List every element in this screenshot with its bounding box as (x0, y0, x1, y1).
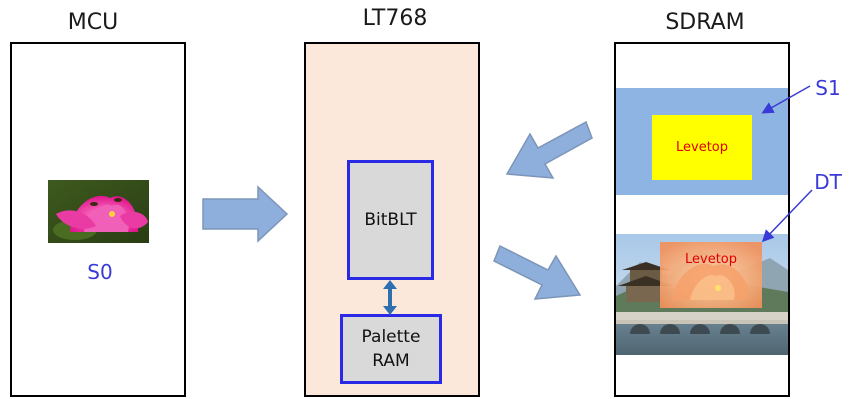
mcu-to-lt768-arrow (203, 187, 287, 241)
lt768-to-dt-arrow (494, 246, 580, 299)
s1-pointer-line (764, 86, 810, 112)
bitblt-palette-link (383, 280, 397, 315)
s1-to-lt768-arrow (507, 122, 592, 178)
dt-pointer-line (764, 190, 812, 240)
